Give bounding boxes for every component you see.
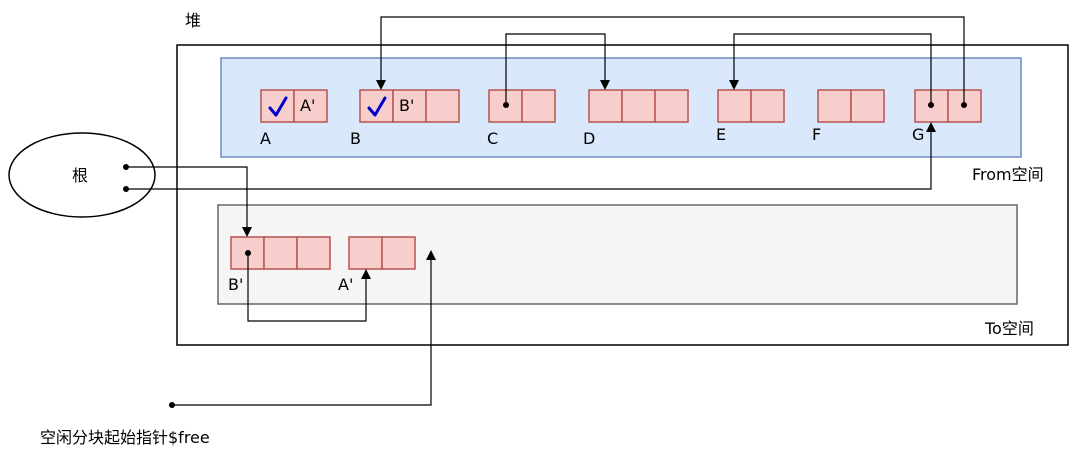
root-ellipse [8,132,156,218]
object-d-cell-2 [621,89,656,123]
object-d-cell-3 [654,89,689,123]
object-b-forward: B' [399,96,414,115]
object-e-cell-1 [717,89,752,123]
object-b-copy-label: B' [228,275,243,294]
object-a-cell-2 [293,89,328,123]
object-c [488,89,556,123]
object-e [717,89,785,123]
root-label: 根 [72,166,88,185]
check-icon [268,96,288,117]
pointer-root-to-b-copy [126,166,252,237]
check-icon [367,96,387,117]
pointer-c-to-d [505,33,610,105]
object-g-label: G [912,125,924,144]
object-a: A' [260,89,328,123]
object-b-copy-cell-2 [263,236,298,270]
pointer-g-to-e [729,33,932,105]
object-a-copy [348,236,416,270]
object-f-label: F [812,125,821,144]
pointer-b-copy-to-a-copy [247,253,371,322]
object-b: B' [359,89,460,123]
object-d-label: D [583,129,595,148]
heap-box [176,44,1069,346]
object-a-copy-cell-1 [348,236,383,270]
object-f-cell-2 [850,89,885,123]
object-a-copy-label: A' [338,275,353,294]
object-b-label: B [350,129,361,148]
object-a-cell-1 [260,89,295,123]
pointer-root-to-g [126,122,936,190]
object-b-copy-cell-3 [296,236,331,270]
object-g [914,89,982,123]
object-e-label: E [716,125,726,144]
object-c-label: C [487,129,498,148]
object-f-cell-1 [817,89,852,123]
object-a-forward: A' [300,96,315,115]
object-c-cell-2 [521,89,556,123]
object-d [588,89,689,123]
free-pointer-arrow [172,250,436,406]
object-b-cell-1 [359,89,394,123]
object-a-copy-cell-2 [381,236,416,270]
object-a-label: A [260,129,271,148]
object-d-cell-1 [588,89,623,123]
object-f [817,89,885,123]
pointer-g-to-b [376,16,965,105]
object-b-cell-3 [425,89,460,123]
to-space-label: To空间 [984,319,1034,338]
from-space-label: From空间 [972,165,1044,184]
free-pointer-label: 空闲分块起始指针$free [40,428,210,447]
from-space [220,57,1022,158]
heap-label: 堆 [185,11,201,30]
object-e-cell-2 [750,89,785,123]
